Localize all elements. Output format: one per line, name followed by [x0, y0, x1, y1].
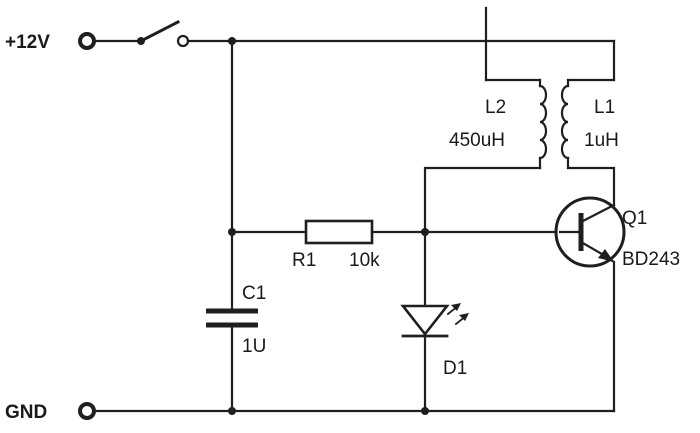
c1-name: C1 — [242, 283, 266, 304]
l1-value: 1uH — [584, 130, 619, 151]
c1-value: 1U — [242, 336, 266, 357]
l2-value: 450uH — [449, 130, 505, 151]
supply-label: +12V — [5, 32, 50, 53]
led-d1: D1 — [400, 230, 469, 415]
supply-terminal: +12V — [5, 32, 96, 53]
l2-name: L2 — [485, 97, 506, 118]
inductor-l2: L2 450uH — [449, 78, 548, 170]
q1-value: BD243 — [622, 249, 680, 270]
d1-name: D1 — [443, 358, 467, 379]
r1-value: 10k — [349, 250, 380, 271]
inductor-l1: L1 1uH — [560, 78, 619, 170]
l2-bottom-lead — [423, 166, 542, 234]
supply-rail — [186, 37, 616, 82]
resistor-r1: R1 10k — [230, 219, 562, 271]
l1-bottom-lead — [566, 166, 616, 207]
power-switch — [92, 19, 190, 48]
ground-label: GND — [5, 402, 47, 423]
q1-name: Q1 — [622, 208, 647, 229]
l1-name: L1 — [594, 97, 615, 118]
r1-name: R1 — [292, 250, 316, 271]
capacitor-c1: C1 1U — [206, 39, 266, 415]
ground-terminal: GND — [5, 402, 96, 423]
transistor-q1: Q1 BD243 — [554, 196, 680, 413]
